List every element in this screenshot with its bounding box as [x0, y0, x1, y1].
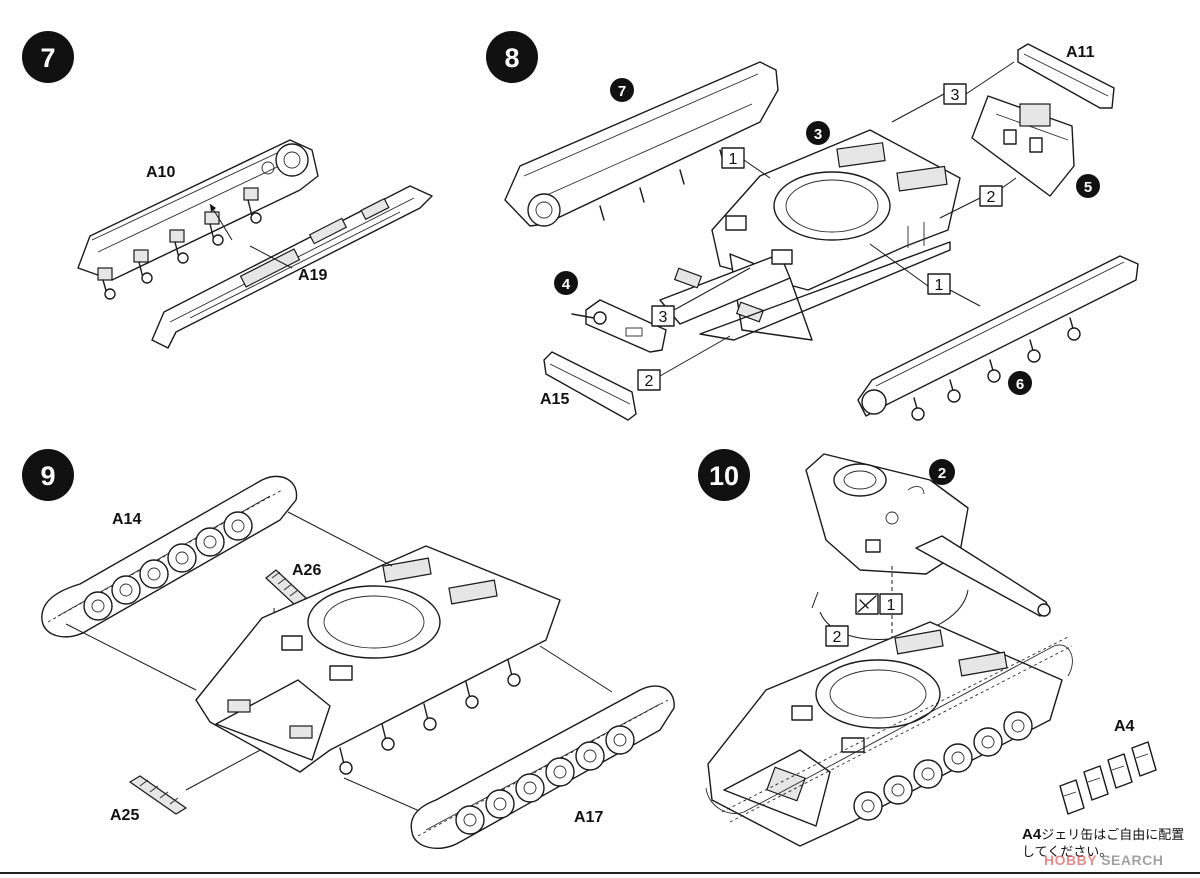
step-7-number: 7 [40, 43, 55, 73]
ref-badge-5 [1076, 174, 1100, 198]
arrow-box-1-bottom-b [949, 289, 981, 307]
step-9-number: 9 [40, 461, 55, 491]
arrow-a19 [249, 245, 293, 269]
rotation-arrow-tip [811, 591, 819, 609]
arrow-a10 [209, 203, 233, 241]
arrow-box-2-top-b [1001, 177, 1017, 189]
ref-badge-7 [610, 78, 634, 102]
subassembly-step-5 [971, 95, 1075, 197]
ref-badge-4 [554, 271, 578, 295]
subassembly-step-4 [571, 299, 667, 353]
no-glue-icon [857, 595, 877, 613]
tank-body-10 [705, 621, 1073, 847]
arrow-box-2-top [939, 197, 981, 219]
ref-badge-6 [1008, 371, 1032, 395]
step-7: 7 A10 [22, 31, 433, 349]
box-3-top-label: 3 [951, 87, 960, 104]
watermark-suffix: SEARCH [1101, 852, 1164, 868]
bottom-rule [0, 872, 1200, 874]
part-label-a14: A14 [112, 511, 141, 528]
part-a15-drawing [543, 351, 637, 421]
box-2-bottom [637, 369, 661, 391]
box-2-step10-label: 2 [833, 629, 842, 646]
box-1-step10 [879, 593, 903, 615]
box-3-top [943, 83, 967, 105]
watermark: HOBBY SEARCH [1044, 852, 1163, 868]
arrow-a14-top [287, 511, 393, 567]
step-8-badge [486, 31, 538, 83]
hull-drawing [659, 129, 961, 341]
arrow-box-3-bottom [673, 267, 751, 311]
step-10-badge [698, 449, 750, 501]
ref-step-4: 4 [562, 276, 571, 293]
box-2-bottom-label: 2 [645, 373, 654, 390]
jerrycan-note-text: ジェリ缶はご自由に配置してください。 [1022, 828, 1185, 860]
part-a10-drawing [77, 139, 319, 300]
step-9: 9 A14 A26 [22, 449, 675, 849]
step-9-badge [22, 449, 74, 501]
step-7-badge [22, 31, 74, 83]
box-1-bottom [927, 273, 951, 295]
jerrycan-note-part: A4 [1022, 826, 1042, 843]
subassembly-step-7 [504, 61, 779, 227]
part-a25-links [128, 775, 188, 815]
step-8: 8 7 3 [486, 31, 1139, 421]
box-1-step10-label: 1 [887, 597, 896, 614]
box-3-bottom [651, 305, 675, 327]
part-label-a17: A17 [574, 809, 603, 826]
step-10-number: 10 [709, 461, 739, 491]
ref-step-5: 5 [1084, 179, 1092, 196]
arrow-box-3-top-b [965, 61, 1015, 95]
box-1-bottom-label: 1 [935, 277, 944, 294]
part-a11-drawing [1017, 43, 1115, 109]
part-label-a25: A25 [110, 807, 139, 824]
box-2-top [979, 185, 1003, 207]
ref-badge-2 [929, 459, 955, 485]
hull-assembly-9 [195, 545, 561, 775]
box-1-top-label: 1 [729, 151, 738, 168]
part-label-a11: A11 [1066, 44, 1095, 61]
part-a19-drawing [151, 185, 433, 349]
arrow-box-2-bottom [659, 335, 731, 377]
arrow-a14-bottom [65, 623, 197, 691]
arrow-a17-top [539, 645, 613, 693]
part-a14-track [41, 475, 298, 638]
ref-step-7: 7 [618, 83, 626, 100]
part-label-a26: A26 [292, 562, 321, 579]
ref-badge-3 [806, 121, 830, 145]
part-label-a15: A15 [540, 391, 569, 408]
part-a17-track [410, 685, 675, 849]
arrow-box-1-bottom [869, 243, 929, 287]
part-label-a10: A10 [146, 164, 175, 181]
arrow-a25 [185, 747, 265, 791]
box-1-top [721, 147, 745, 169]
box-2-step10 [825, 625, 849, 647]
turret-drawing [805, 453, 1051, 617]
box-3-bottom-label: 3 [659, 309, 668, 326]
box-2-top-label: 2 [987, 189, 996, 206]
ref-step-2: 2 [938, 465, 946, 482]
watermark-brand: HOBBY [1044, 852, 1097, 868]
step-10: 10 2 1 2 [698, 449, 1157, 847]
arrow-box-1-top [743, 159, 771, 179]
ref-step-3: 3 [814, 126, 822, 143]
arrow-box-3-top [891, 93, 945, 123]
ref-step-6: 6 [1016, 376, 1024, 393]
part-label-a4: A4 [1114, 718, 1135, 735]
subassembly-step-6 [857, 255, 1139, 421]
jerrycan-note: A4ジェリ缶はご自由に配置してください。 [1022, 826, 1192, 861]
part-label-a19: A19 [298, 267, 327, 284]
step-8-number: 8 [504, 43, 519, 73]
part-a4-jerrycans [1059, 741, 1157, 815]
